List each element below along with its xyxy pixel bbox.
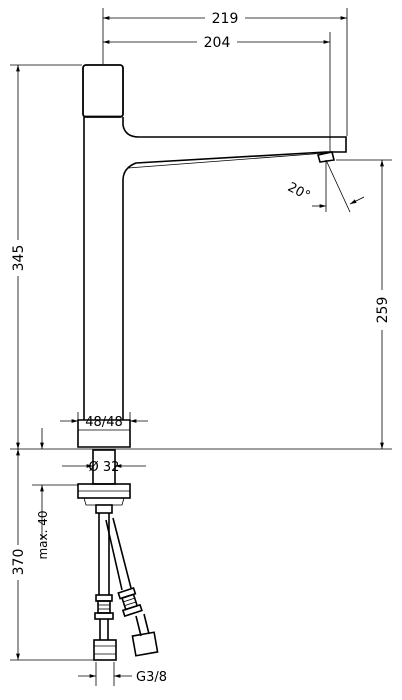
straight-hose <box>93 513 117 661</box>
faucet-body <box>77 64 347 448</box>
dim-hose-length: 370 <box>10 449 94 661</box>
dim-max-thickness: max. 40 <box>32 428 78 560</box>
dim-total-reach: 219 <box>102 8 348 136</box>
dim-spout-reach: 204 <box>103 32 331 152</box>
dim-48-label: 48/48 <box>85 415 122 430</box>
dim-345-label: 345 <box>11 245 27 272</box>
dim-219-label: 219 <box>212 11 239 27</box>
dim-mounting-hole: Ø 32 <box>62 460 146 475</box>
dim-370-label: 370 <box>11 549 27 576</box>
dim-259-label: 259 <box>375 297 391 324</box>
base <box>77 419 131 448</box>
dim-spray-angle: 20° <box>285 159 365 213</box>
hose-nut-right <box>131 631 159 657</box>
dim-hose-thread: G3/8 <box>78 662 167 686</box>
dim-max40-label: max. 40 <box>36 510 50 559</box>
hose-nut-left <box>93 639 117 661</box>
dim-total-height: 345 <box>10 64 82 449</box>
angled-hose <box>105 517 159 657</box>
dim-spout-height: 259 <box>336 159 392 449</box>
body-column <box>83 117 347 420</box>
dim-32-label: Ø 32 <box>89 460 120 475</box>
dim-204-label: 204 <box>204 35 231 51</box>
dim-angle-label: 20° <box>285 180 312 204</box>
dim-g38-label: G3/8 <box>136 670 167 685</box>
handle-cap <box>82 64 124 118</box>
dim-base-size: 48/48 <box>60 412 148 430</box>
aerator <box>316 151 335 163</box>
